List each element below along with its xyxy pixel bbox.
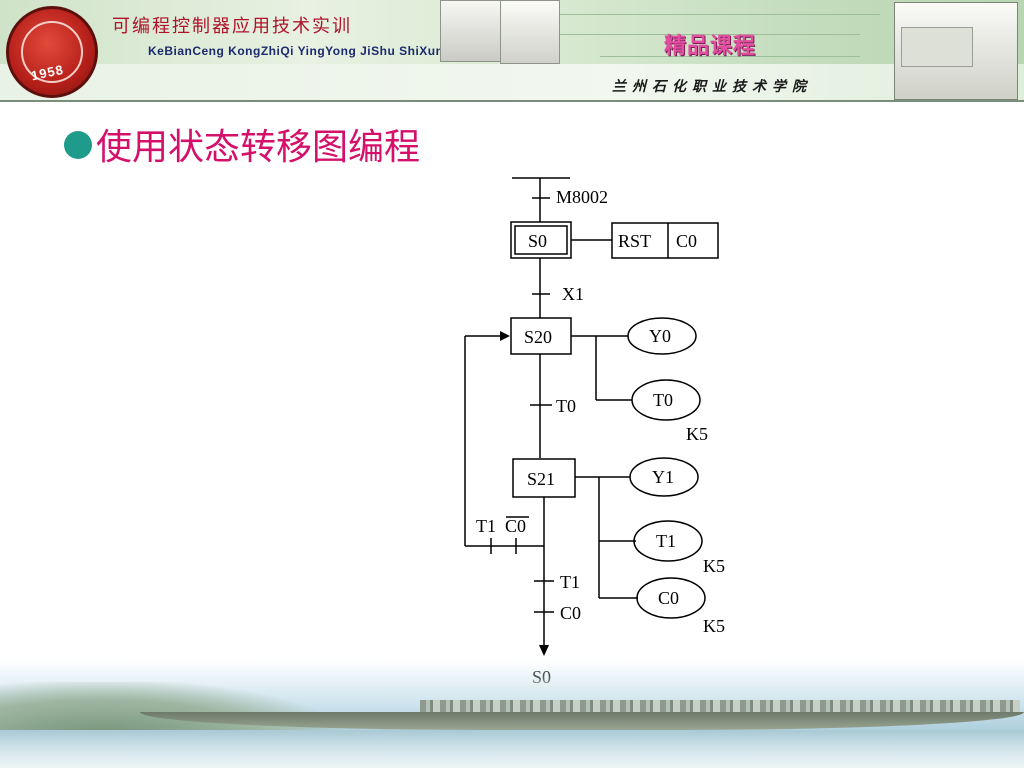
footer-bridge: [140, 712, 1024, 730]
college-logo: 1958: [6, 6, 98, 98]
bullet-icon: [64, 131, 92, 159]
m8002-label: M8002: [556, 187, 608, 207]
t1-coil-label: T1: [656, 531, 676, 551]
c0-setting-label: K5: [703, 616, 725, 636]
circuit-decor: [560, 14, 880, 15]
s20-label: S20: [524, 327, 552, 347]
banner-stripe: [0, 64, 1024, 102]
college-name: 兰州石化职业技术学院: [612, 79, 812, 95]
y0-label: Y0: [649, 326, 671, 346]
slide-heading: 使用状态转移图编程: [64, 118, 420, 170]
t1-transition-label: T1: [560, 572, 580, 592]
s0-label: S0: [528, 231, 547, 251]
logo-ring: [21, 21, 83, 83]
y1-label: Y1: [652, 467, 674, 487]
x1-label: X1: [562, 284, 584, 304]
t0-transition-label: T0: [556, 396, 576, 416]
t0-timer-coil: [631, 379, 701, 421]
jump-arrowhead: [539, 645, 549, 656]
plc-unit-image: [894, 2, 1018, 100]
t1-setting-label: K5: [703, 556, 725, 576]
course-title-pinyin: KeBianCeng KongZhiQi YingYong JiShu ShiX…: [148, 44, 444, 58]
course-title-cn: 可编程控制器应用技术实训: [112, 16, 352, 37]
plc-module-image: [500, 0, 560, 64]
footer-city: [420, 700, 1020, 714]
footer-landscape: [0, 660, 1024, 768]
t1-timer-coil: [633, 520, 703, 562]
plc-module-image: [440, 0, 502, 62]
t0-setting-label: K5: [686, 424, 708, 444]
rst-label: RST: [618, 231, 651, 251]
footer-water: [0, 730, 1024, 768]
loop-c0-bar-label: C0: [505, 516, 526, 536]
s21-label: S21: [527, 469, 555, 489]
loop-t1-label: T1: [476, 516, 496, 536]
rst-action-box: [611, 222, 719, 259]
circuit-decor: [560, 34, 860, 35]
heading-text: 使用状态转移图编程: [96, 127, 421, 168]
c0-transition-label: C0: [560, 603, 581, 623]
loop-arrowhead: [500, 331, 510, 341]
plc-panel: [901, 27, 973, 67]
c0-coil-label: C0: [658, 588, 679, 608]
rst-operand-label: C0: [676, 231, 697, 251]
y1-coil: [629, 457, 699, 497]
y0-coil: [627, 317, 697, 355]
circuit-decor: [600, 56, 860, 57]
c0-counter-coil: [636, 577, 706, 619]
banner-divider: [0, 100, 1024, 102]
s0-inner-box: [514, 225, 568, 255]
quality-course-label: 精品课程: [664, 34, 757, 59]
header-banner: 1958 可编程控制器应用技术实训 KeBianCeng KongZhiQi Y…: [0, 0, 1024, 102]
t0-coil-label: T0: [653, 390, 673, 410]
